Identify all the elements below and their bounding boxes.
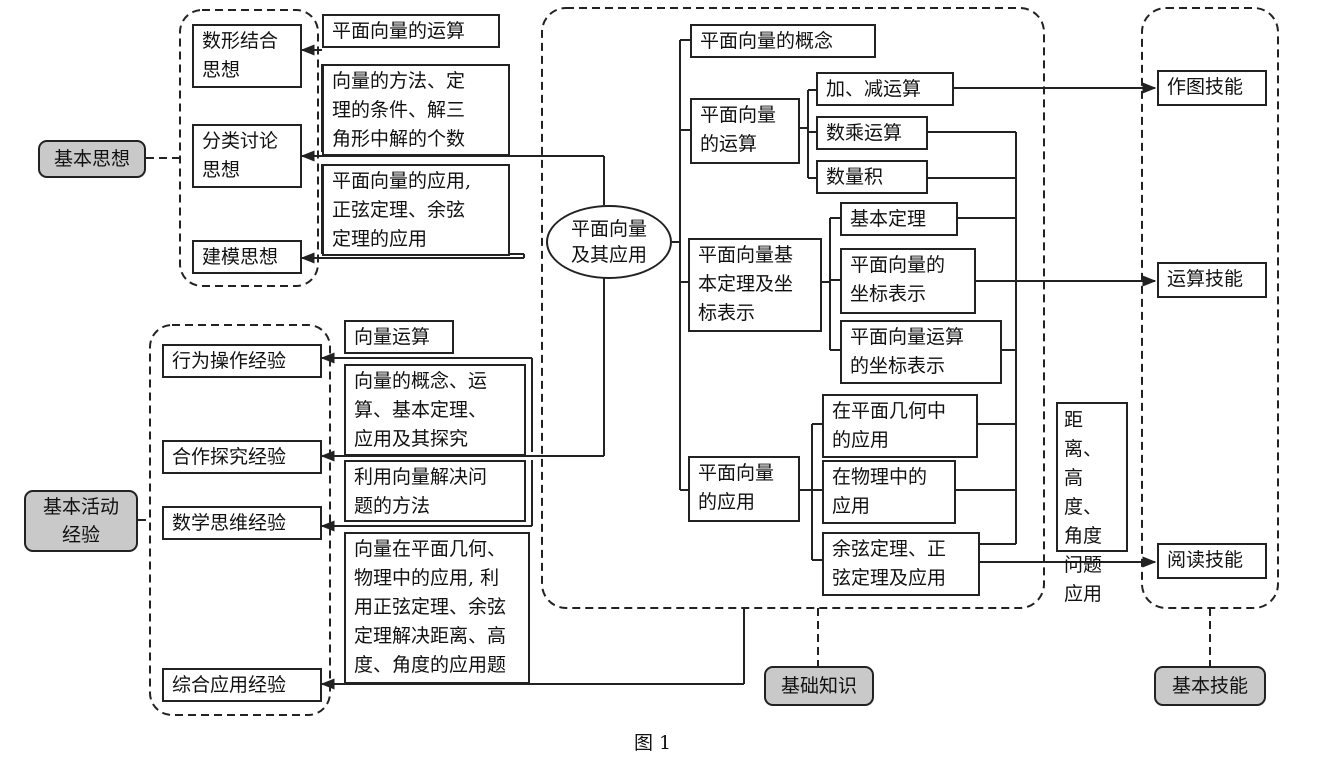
label-basic-knowledge: 基础知识 xyxy=(764,666,874,706)
knowledge-group-frame xyxy=(541,7,1045,609)
figure-caption: 图 1 xyxy=(634,732,672,754)
node-basic-theorem: 基本定理 xyxy=(840,202,958,236)
center-node: 平面向量 及其应用 xyxy=(546,205,672,279)
node-add-sub: 加、减运算 xyxy=(816,72,954,106)
skill-computing: 运算技能 xyxy=(1157,262,1267,298)
exp-note-method: 利用向量解决问 题的方法 xyxy=(344,460,526,522)
node-concept: 平面向量的概念 xyxy=(690,24,876,58)
node-scalar-mult: 数乘运算 xyxy=(816,116,928,150)
thought-number-shape: 数形结合 思想 xyxy=(192,24,302,88)
thought-group-frame xyxy=(179,9,319,287)
node-basic-theorem-group: 平面向量基 本定理及坐 标表示 xyxy=(688,238,822,332)
node-plane-geometry: 在平面几何中 的应用 xyxy=(822,394,978,458)
exp-thinking: 数学思维经验 xyxy=(162,506,322,540)
label-basic-thoughts: 基本思想 xyxy=(38,140,146,178)
thought-note-apps: 平面向量的应用, 正弦定理、余弦 定理的应用 xyxy=(322,164,510,256)
node-applications: 平面向量 的应用 xyxy=(688,456,800,522)
node-coord-rep: 平面向量的 坐标表示 xyxy=(840,248,976,314)
exp-operation: 行为操作经验 xyxy=(162,344,322,378)
node-dot-product: 数量积 xyxy=(816,160,928,194)
exp-comprehensive: 综合应用经验 xyxy=(162,668,322,702)
skill-drawing: 作图技能 xyxy=(1157,70,1267,106)
node-operations: 平面向量 的运算 xyxy=(690,98,800,164)
thought-classification: 分类讨论 思想 xyxy=(192,124,302,188)
exp-note-ops: 向量运算 xyxy=(344,320,454,354)
exp-note-apps: 向量在平面几何、 物理中的应用, 利 用正弦定理、余弦 定理解决距离、高 度、角… xyxy=(344,532,530,684)
experience-group-frame xyxy=(149,324,331,716)
skill-reading: 阅读技能 xyxy=(1157,543,1267,579)
label-basic-skills: 基本技能 xyxy=(1154,666,1266,706)
thought-note-ops: 平面向量的运算 xyxy=(322,14,500,48)
node-op-coord-rep: 平面向量运算 的坐标表示 xyxy=(840,320,1002,384)
node-physics: 在物理中的 应用 xyxy=(822,460,956,524)
exp-cooperation: 合作探究经验 xyxy=(162,440,322,474)
exp-note-concepts: 向量的概念、运 算、基本定理、 应用及其探究 xyxy=(344,364,526,456)
skill-problems-note: 距离、 高度、 角度 问题 应用 xyxy=(1056,402,1128,605)
label-basic-activity: 基本活动 经验 xyxy=(24,490,138,552)
thought-note-methods: 向量的方法、定 理的条件、解三 角形中解的个数 xyxy=(322,64,510,156)
node-law-sines: 余弦定理、正 弦定理及应用 xyxy=(822,532,980,596)
thought-modeling: 建模思想 xyxy=(192,240,302,274)
